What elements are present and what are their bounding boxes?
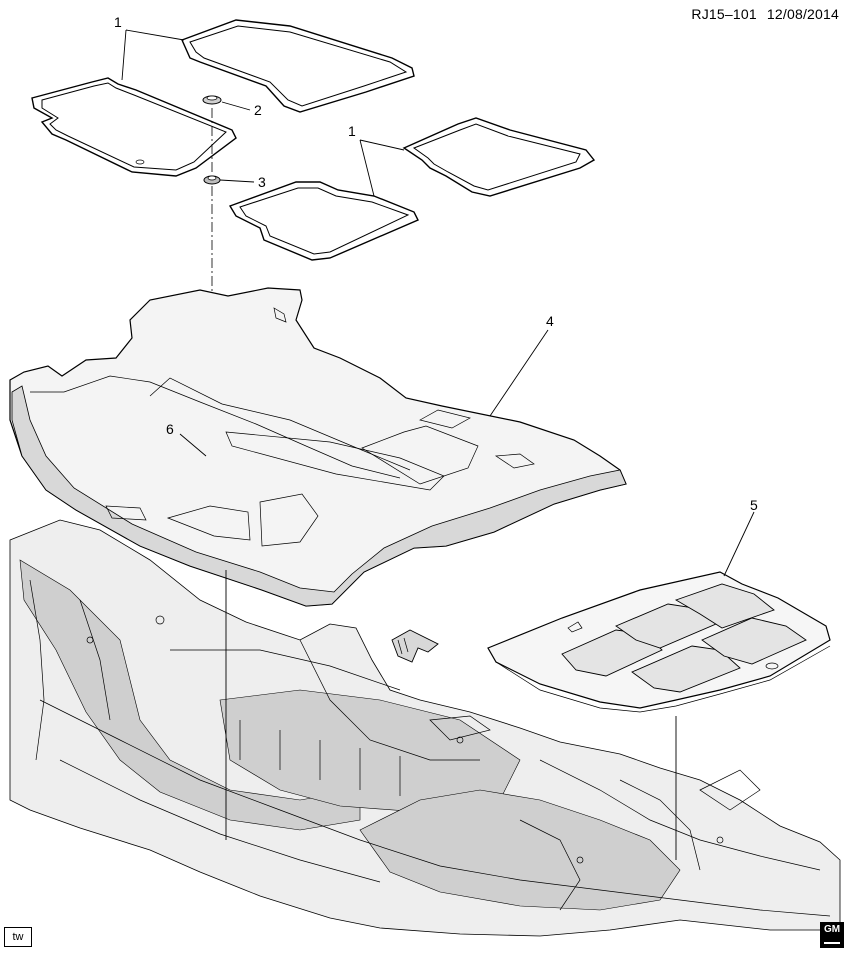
document-id: RJ15–101 12/08/2014 xyxy=(685,6,839,22)
callout-3-leader xyxy=(219,179,255,183)
rear-floor-panel-part[interactable] xyxy=(487,571,831,713)
document-date: 12/08/2014 xyxy=(766,6,839,22)
floor-mat-front-left[interactable] xyxy=(31,77,237,177)
callout-4-leader xyxy=(489,329,549,417)
document-code: RJ15–101 xyxy=(691,6,757,22)
callout-1-leader-a xyxy=(121,29,185,81)
callout-3: 3 xyxy=(258,174,266,190)
vehicle-body-structure xyxy=(9,519,841,937)
callout-6: 6 xyxy=(166,421,174,437)
floor-mat-rear-right[interactable] xyxy=(402,117,596,197)
tw-tag: tw xyxy=(4,927,32,947)
gm-logo-icon: GM xyxy=(820,922,844,948)
callout-1b: 1 xyxy=(348,123,356,139)
floor-carpet-part[interactable] xyxy=(9,287,627,607)
floor-mat-rear-left[interactable] xyxy=(228,181,419,261)
floor-mat-front-right[interactable] xyxy=(181,19,415,113)
callout-2-leader xyxy=(221,101,251,111)
retainer-part[interactable] xyxy=(202,95,222,105)
callout-1a: 1 xyxy=(114,14,122,30)
callout-5-leader xyxy=(723,511,755,577)
grommet-part[interactable] xyxy=(203,175,221,185)
front-direction-arrow-icon xyxy=(391,629,439,663)
callout-6-leader xyxy=(179,433,207,457)
callout-2: 2 xyxy=(254,102,262,118)
callout-4: 4 xyxy=(546,313,554,329)
callout-5: 5 xyxy=(750,497,758,513)
callout-1-leader-b xyxy=(359,139,405,197)
